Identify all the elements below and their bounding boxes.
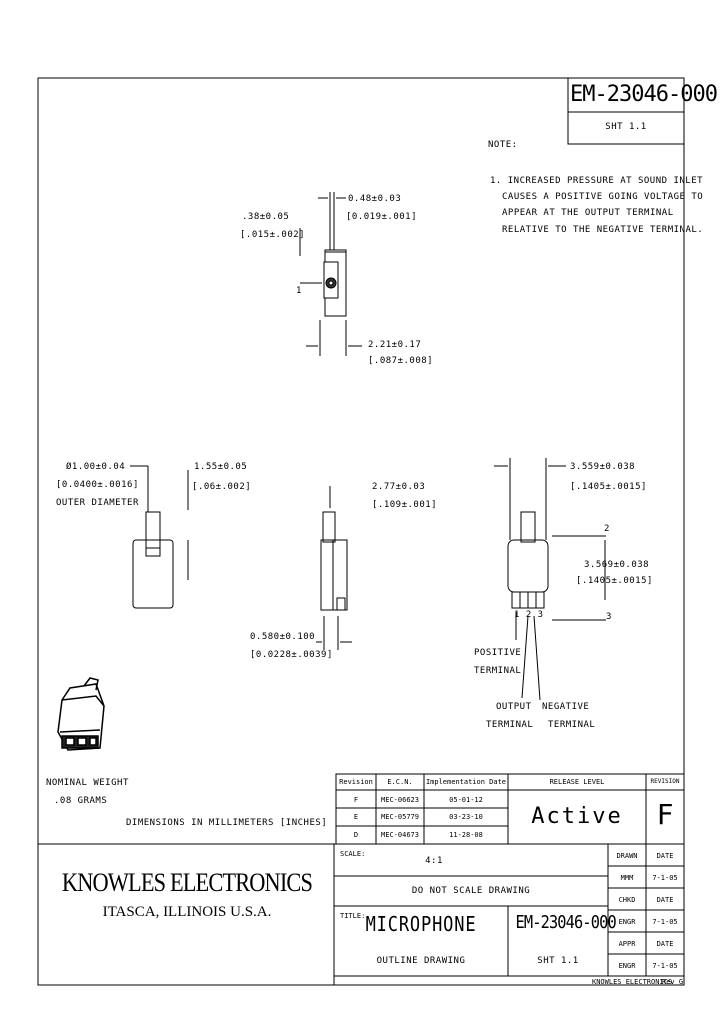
do-not-scale: DO NOT SCALE DRAWING [411, 886, 531, 896]
note-line-1: 1. INCREASED PRESSURE AT SOUND INLET [490, 176, 704, 186]
rev-row-2-ecn: MEC-05779 [381, 813, 419, 821]
top-dim-left: .38±0.05 [242, 212, 290, 222]
title-sheet: SHT 1.1 [537, 956, 579, 966]
scale-value: 4:1 [425, 856, 443, 866]
side-view [316, 486, 352, 650]
title-label: TITLE: [340, 912, 366, 920]
side-row-4-a: ENGR [618, 918, 636, 926]
right-pin-labels: 1 2 3 [514, 610, 544, 620]
side-row-5-b: DATE [656, 940, 674, 948]
positive-terminal-2: TERMINAL [474, 666, 522, 676]
company-location: ITASCA, ILLINOIS U.S.A. [102, 904, 272, 920]
release-level-label: RELEASE LEVEL [549, 778, 605, 786]
rev-row-3-ecn: MEC-04673 [381, 831, 419, 839]
side-dim-top-in: [.109±.001] [372, 500, 438, 510]
rev-row-1-rev: F [353, 796, 359, 804]
side-row-2-b: 7-1-05 [652, 874, 678, 882]
top-center-mark: 1 [296, 286, 302, 296]
revision-value: F [656, 798, 674, 831]
rev-row-2-rev: E [353, 813, 359, 821]
iso-view [57, 677, 105, 751]
right-view [494, 458, 606, 701]
side-row-3-b: DATE [656, 896, 674, 904]
side-dim-bottom: 0.580±0.100 [250, 632, 316, 642]
side-row-6-b: 7-1-05 [652, 962, 678, 970]
title-doc-number: EM-23046-000 [515, 912, 617, 933]
side-row-6-a: ENGR [618, 962, 636, 970]
rev-row-3-rev: D [353, 831, 359, 839]
notes-title: NOTE: [488, 140, 518, 150]
weight-value: .08 GRAMS [54, 796, 108, 806]
output-terminal-1: OUTPUT [496, 702, 532, 712]
rev-row-1-date: 05-01-12 [449, 796, 483, 804]
negative-terminal-2: TERMINAL [548, 720, 596, 730]
right-mark-3: 3 [606, 612, 612, 622]
side-row-3-a: CHKD [618, 896, 636, 904]
revision-label: REVISION [650, 778, 680, 785]
side-row-1-a: DRAWN [616, 852, 638, 860]
side-row-5-a: APPR [618, 940, 636, 948]
header-sheet: SHT 1.1 [605, 122, 647, 132]
title-block-lines [38, 843, 684, 985]
right-mark-2: 2 [604, 524, 610, 534]
dimensions-note: DIMENSIONS IN MILLIMETERS [INCHES] [126, 818, 328, 828]
front-view [130, 465, 189, 609]
rev-header-ecn: E.C.N. [387, 778, 413, 786]
rev-header-date: Implementation Date [425, 778, 507, 786]
front-dim-diameter: Ø1.00±0.04 [66, 462, 126, 472]
scale-label: SCALE: [340, 850, 366, 858]
top-dim-thickness-in: [0.019±.001] [346, 212, 418, 222]
top-dim-width-in: [.087±.008] [368, 356, 434, 366]
front-dim-tube-in: [.06±.002] [192, 482, 252, 492]
negative-terminal-1: NEGATIVE [542, 702, 590, 712]
top-dim-width: 2.21±0.17 [368, 340, 422, 350]
side-row-4-b: 7-1-05 [652, 918, 678, 926]
footer-left: KNOWLES ELECTRONICS [592, 978, 673, 986]
output-terminal-2: TERMINAL [486, 720, 534, 730]
side-row-2-a: MMM [620, 874, 634, 882]
right-dim-top-in: [.1405±.0015] [570, 482, 647, 492]
side-row-1-b: DATE [656, 852, 674, 860]
right-dim-top: 3.559±0.038 [570, 462, 636, 472]
note-line-4: RELATIVE TO THE NEGATIVE TERMINAL. [502, 225, 704, 235]
right-dim-side-in: [.1405±.0015] [576, 576, 653, 586]
rev-row-3-date: 11-28-08 [449, 831, 483, 839]
header-box [567, 78, 684, 145]
weight-label: NOMINAL WEIGHT [46, 778, 129, 788]
sheet-border [37, 77, 685, 986]
rev-row-1-ecn: MEC-06623 [381, 796, 419, 804]
right-dim-side: 3.569±0.038 [584, 560, 650, 570]
top-dim-thickness: 0.48±0.03 [348, 194, 402, 204]
rev-row-2-date: 03-23-10 [449, 813, 483, 821]
rev-header-revision: Revision [339, 778, 373, 786]
note-line-2: CAUSES A POSITIVE GOING VOLTAGE TO [502, 192, 704, 202]
top-dim-left-in: [.015±.002] [240, 230, 306, 240]
front-dim-diameter-label: OUTER DIAMETER [56, 498, 139, 508]
footer-right: Rev G [662, 978, 684, 986]
drawing-subtitle: OUTLINE DRAWING [376, 956, 466, 966]
positive-terminal-1: POSITIVE [474, 648, 522, 658]
header-doc-number: EM-23046-000 [570, 82, 718, 107]
drawing-title: MICROPHONE [365, 912, 477, 936]
note-line-3: APPEAR AT THE OUTPUT TERMINAL [502, 208, 674, 218]
release-level-value: Active [531, 804, 623, 829]
side-dim-top: 2.77±0.03 [372, 482, 426, 492]
top-view [299, 192, 362, 356]
front-dim-tube: 1.55±0.05 [194, 462, 248, 472]
company-name: KNOWLES ELECTRONICS [61, 868, 313, 897]
front-dim-diameter-in: [0.0400±.0016] [56, 480, 139, 490]
side-dim-bottom-in: [0.0228±.0039] [250, 650, 333, 660]
